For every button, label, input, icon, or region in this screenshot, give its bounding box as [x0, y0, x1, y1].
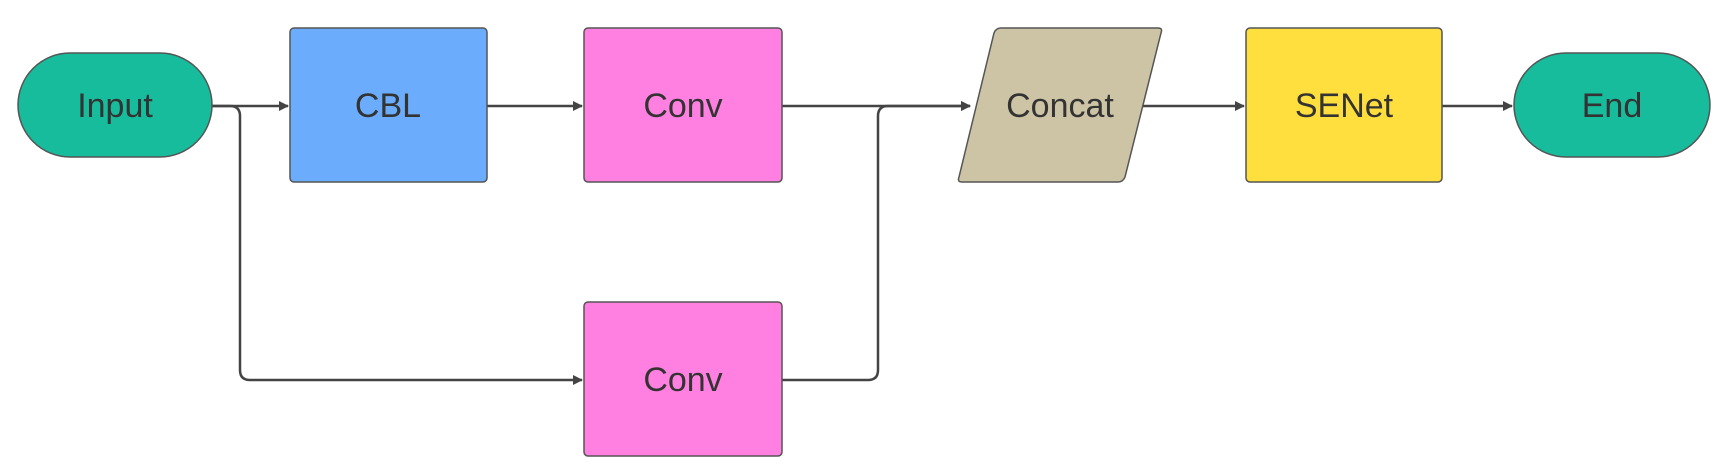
end-node-shape — [1513, 52, 1711, 158]
conv-top-node-shape — [583, 27, 783, 183]
cbl-node-label: CBL — [355, 87, 421, 125]
conv-bottom-node-shape — [583, 301, 783, 457]
end-node: End — [1513, 52, 1711, 158]
senet-node-shape — [1245, 27, 1443, 183]
end-node-label: End — [1582, 87, 1643, 125]
cbl-node: CBL — [289, 27, 488, 183]
senet-node: SENet — [1245, 27, 1443, 183]
concat-node: Concat — [957, 27, 1163, 183]
senet-node-label: SENet — [1295, 87, 1394, 125]
edges — [212, 101, 1513, 385]
input-node-shape — [17, 52, 213, 158]
concat-node-shape — [957, 27, 1163, 183]
conv-bottom-node-label: Conv — [643, 361, 722, 399]
input-node: Input — [17, 52, 213, 158]
edge-conv-bottom-to-concat — [782, 101, 971, 382]
cbl-node-shape — [289, 27, 488, 183]
conv-top-node: Conv — [583, 27, 783, 183]
concat-node-label: Concat — [1006, 87, 1114, 125]
conv-top-node-label: Conv — [643, 87, 722, 125]
input-node-label: Input — [77, 87, 153, 125]
edge-input-to-conv-bottom — [212, 104, 583, 385]
conv-bottom-node: Conv — [583, 301, 783, 457]
